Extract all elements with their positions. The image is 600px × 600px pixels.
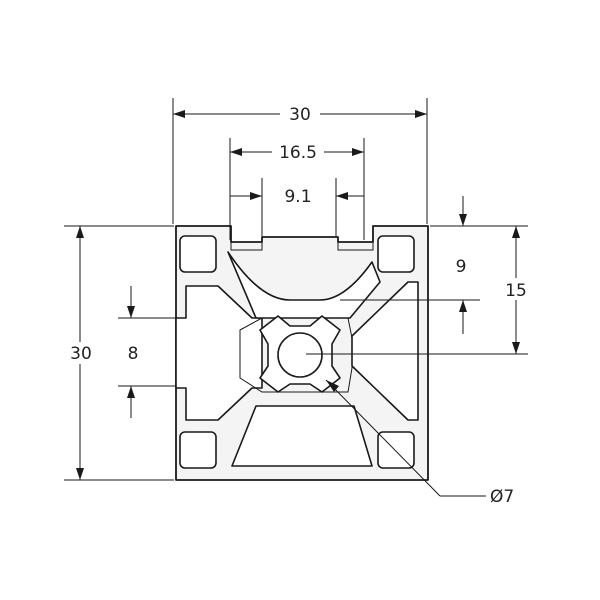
dim-slot-opening-label: 9.1 bbox=[284, 187, 311, 207]
corner-hole-bottom-right bbox=[377, 431, 415, 469]
dim-overall-width-label: 30 bbox=[289, 105, 311, 125]
corner-hole-top-right bbox=[377, 235, 415, 273]
dim-slot-outer-width: 16.5 bbox=[229, 138, 365, 240]
top-slot-lip-right bbox=[337, 242, 374, 251]
side-slot-left bbox=[175, 285, 263, 421]
center-core bbox=[239, 317, 353, 393]
upper-cavity bbox=[227, 251, 381, 319]
bore-diameter-value: 7 bbox=[503, 487, 514, 507]
dim-side-slot-opening-label: 8 bbox=[128, 344, 139, 364]
dim-slot-outer-width-label: 16.5 bbox=[279, 143, 317, 163]
dim-half-height-label: 15 bbox=[505, 281, 527, 301]
dim-slot-depth: 9 bbox=[340, 196, 528, 334]
dim-half-height: 15 bbox=[306, 226, 534, 355]
corner-hole-bottom-left bbox=[179, 431, 217, 469]
dim-bore-diameter-label: Ø7 bbox=[490, 487, 514, 507]
dim-overall-height-label: 30 bbox=[70, 344, 92, 364]
dim-overall-width: 30 bbox=[172, 98, 428, 224]
dim-overall-height: 30 bbox=[64, 225, 174, 481]
lower-cavity bbox=[231, 405, 373, 467]
corner-hole-top-left bbox=[179, 235, 217, 273]
top-slot-lip-left bbox=[230, 242, 263, 251]
diameter-symbol: Ø bbox=[490, 487, 503, 507]
dim-bore-diameter: Ø7 bbox=[325, 379, 514, 507]
dim-side-slot-opening: 8 bbox=[118, 286, 176, 418]
dim-slot-depth-label: 9 bbox=[456, 257, 467, 277]
dim-slot-opening: 9.1 bbox=[230, 178, 364, 236]
profile-cross-section bbox=[175, 225, 429, 481]
center-bore-ring bbox=[277, 332, 323, 378]
